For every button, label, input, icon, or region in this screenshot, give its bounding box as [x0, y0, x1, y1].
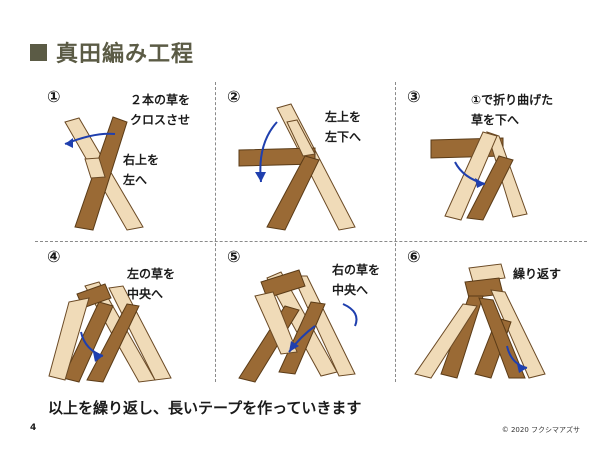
step-4-number: ④: [47, 247, 61, 266]
title-text: 真田編み工程: [56, 42, 195, 67]
steps-grid: ① ２本の草を クロスさせ 右上を 左へ ② 左上を 左下へ ③ ①で折り曲げた…: [35, 82, 587, 392]
step-2-illustration: [238, 103, 356, 231]
slide-title: 真田編み工程: [30, 36, 194, 68]
title-bullet-square: [30, 43, 47, 61]
step-3-illustration: [430, 131, 528, 221]
step-4-illustration: [48, 281, 172, 383]
copyright-notice: © 2020 フクシマアズサ: [501, 426, 580, 434]
step-1-number: ①: [47, 87, 61, 106]
step-3-caption: ①で折り曲げた 草を下へ: [471, 93, 554, 127]
step-1-caption-a: ２本の草を クロスさせ: [130, 93, 191, 127]
step-2-panel: ② 左上を 左下へ: [215, 82, 395, 232]
horizontal-divider: [35, 241, 587, 242]
step-6-number: ⑥: [407, 247, 421, 266]
step-4-panel: ④ 左の草を 中央へ: [35, 242, 215, 392]
step-1-panel: ① ２本の草を クロスさせ 右上を 左へ: [35, 82, 215, 232]
step-1-caption-b: 右上を 左へ: [123, 153, 160, 187]
step-6-panel: ⑥ 繰り返す: [395, 242, 575, 392]
step-2-caption: 左上を 左下へ: [325, 110, 362, 144]
step-5-illustration: [238, 269, 358, 383]
step-5-number: ⑤: [227, 247, 241, 266]
step-2-number: ②: [227, 87, 241, 106]
vertical-divider-2: [395, 82, 396, 382]
step-1-illustration: [64, 116, 144, 231]
step-5-caption: 右の草を 中央へ: [332, 263, 381, 297]
step-6-caption: 繰り返す: [513, 267, 562, 281]
step-3-panel: ③ ①で折り曲げた 草を下へ: [395, 82, 575, 232]
vertical-divider-1: [215, 82, 216, 382]
step-6-illustration: [414, 263, 546, 379]
footer-instruction: 以上を繰り返し、長いテープを作っていきます: [48, 399, 362, 417]
page-number: 4: [30, 423, 37, 433]
step-4-caption: 左の草を 中央へ: [127, 267, 176, 301]
step-5-panel: ⑤ 右の草を 中央へ: [215, 242, 395, 392]
step-3-number: ③: [407, 87, 421, 106]
